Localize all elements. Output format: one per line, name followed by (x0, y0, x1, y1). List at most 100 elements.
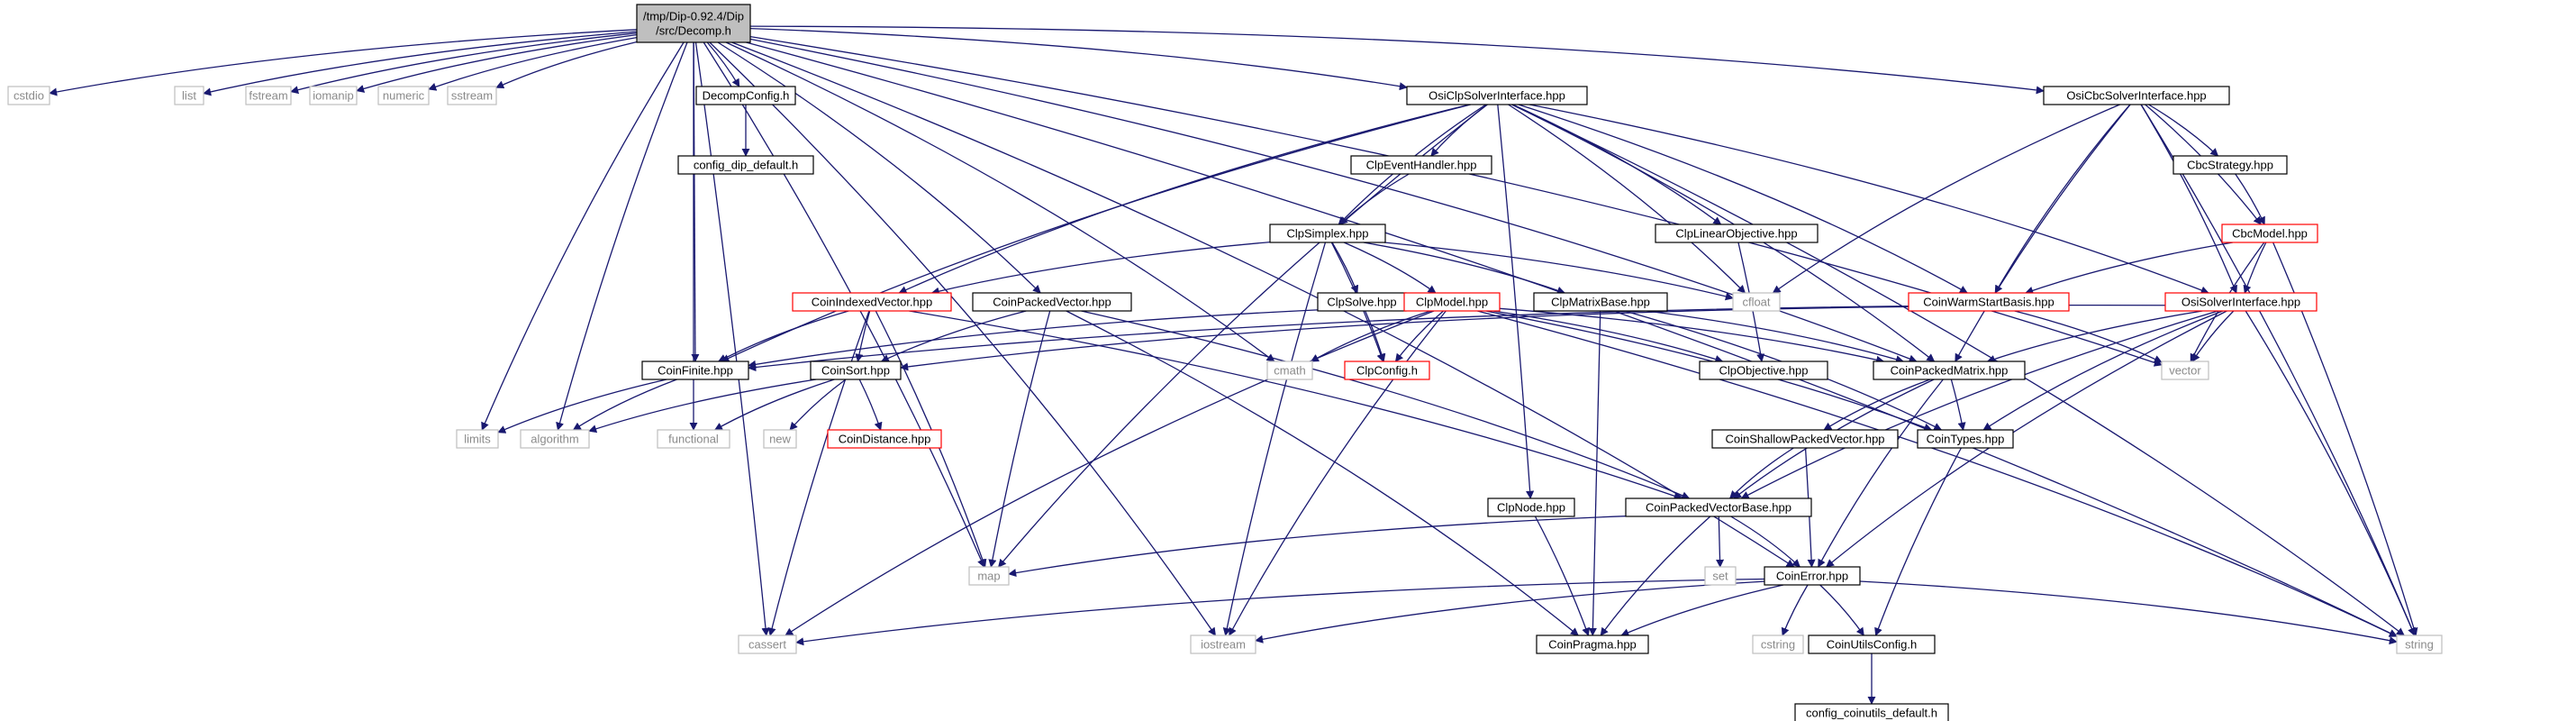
node-coinshallow[interactable]: CoinShallowPackedVector.hpp (1711, 429, 1899, 449)
edge-decomp-to-coinpackmat (749, 38, 1918, 363)
node-coinfinite-box (641, 360, 749, 380)
node-cstdio-box (7, 86, 50, 105)
node-osiclp-box (1406, 86, 1588, 105)
node-configcoin[interactable]: config_coinutils_default.h (1794, 703, 1949, 721)
node-coinpragma[interactable]: CoinPragma.hpp (1536, 634, 1649, 654)
node-clpsimplex-box (1269, 224, 1386, 243)
node-clpmatbase[interactable]: ClpMatrixBase.hpp (1533, 292, 1668, 312)
edge-coinsort-to-functional (713, 379, 835, 431)
edge-osiclp-to-osisolver (1528, 104, 2209, 295)
node-coinutilscfg-label: CoinUtilsConfig.h (1827, 637, 1917, 651)
node-decompconfig[interactable]: DecompConfig.h (695, 86, 796, 105)
node-clpmodel-box (1403, 292, 1501, 312)
node-algorithm-label: algorithm (531, 432, 578, 445)
node-numeric-label: numeric (383, 88, 425, 102)
node-coinpvbase-label: CoinPackedVectorBase.hpp (1646, 500, 1791, 514)
edge-clpsimplex-to-coinidxvec (930, 241, 1271, 296)
edge-decomp-to-fstream (290, 32, 638, 95)
edge-decomp-to-iomanip (356, 33, 638, 93)
node-clpconfig-box (1344, 360, 1430, 380)
edge-decomp-to-string (746, 41, 2398, 637)
node-clpobj[interactable]: ClpObjective.hpp (1699, 360, 1828, 380)
node-iomanip: iomanip (309, 86, 358, 105)
node-cassert: cassert (738, 634, 797, 654)
node-coinsort[interactable]: CoinSort.hpp (810, 360, 902, 380)
edge-clpmatbase-to-coinpragma (1588, 310, 1601, 636)
node-configdip[interactable]: config_dip_default.h (677, 155, 814, 175)
node-coinpvbase[interactable]: CoinPackedVectorBase.hpp (1625, 497, 1812, 517)
edge-osisolver-to-cointypes (1982, 310, 2224, 431)
edge-decomp-to-limits (481, 41, 685, 431)
node-coinpackmat-label: CoinPackedMatrix.hpp (1891, 363, 2009, 377)
node-clplinobj[interactable]: ClpLinearObjective.hpp (1655, 224, 1819, 243)
node-numeric-box (377, 86, 430, 105)
node-coinsort-box (810, 360, 902, 380)
node-coinidxvec-box (792, 292, 952, 312)
node-cfloat: cfloat (1732, 292, 1781, 312)
node-osicbc[interactable]: OsiCbcSolverInterface.hpp (2043, 86, 2230, 105)
node-coinidxvec[interactable]: CoinIndexedVector.hpp (792, 292, 952, 312)
node-decomp[interactable]: /tmp/Dip-0.92.4/Dip/src/Decomp.h (636, 4, 751, 43)
edge-coinsort-to-coindist (858, 379, 883, 431)
edge-decomp-to-sstream (495, 41, 638, 89)
node-cbcmodel[interactable]: CbcModel.hpp (2221, 224, 2318, 243)
node-clpconfig[interactable]: ClpConfig.h (1344, 360, 1430, 380)
node-clpevent-label: ClpEventHandler.hpp (1366, 158, 1477, 171)
edge-clpmodel-to-string (1477, 310, 2398, 637)
edge-clpmodel-to-cassert (785, 310, 1435, 636)
node-clpconfig-label: ClpConfig.h (1356, 363, 1418, 377)
node-coinsort-label: CoinSort.hpp (821, 363, 890, 377)
node-coinutilscfg[interactable]: CoinUtilsConfig.h (1808, 634, 1936, 654)
edge-clpmatbase-to-coinpackmat (1646, 310, 1904, 364)
node-map-label: map (977, 569, 1000, 582)
node-numeric: numeric (377, 86, 430, 105)
edge-cbcmodel-to-osisolver (2243, 242, 2267, 294)
node-clpsolve-label: ClpSolve.hpp (1327, 295, 1396, 308)
node-coinfinite[interactable]: CoinFinite.hpp (641, 360, 749, 380)
node-list-box (174, 86, 204, 105)
edge-coinshallow-to-coinpvbase (1728, 447, 1794, 499)
node-osisolver[interactable]: OsiSolverInterface.hpp (2164, 292, 2317, 312)
edge-clpsimplex-to-clpmatbase (1363, 242, 1565, 295)
node-coinpackmat[interactable]: CoinPackedMatrix.hpp (1873, 360, 2026, 380)
node-clpevent[interactable]: ClpEventHandler.hpp (1350, 155, 1492, 175)
node-decompconfig-box (695, 86, 796, 105)
node-cointypes[interactable]: CoinTypes.hpp (1917, 429, 2014, 449)
node-clpnode[interactable]: ClpNode.hpp (1487, 497, 1575, 517)
edge-cbcmodel-to-coinwarm (2025, 242, 2234, 295)
edge-decomp-to-cassert (694, 41, 770, 636)
edge-coinpackvec-to-coinpragma (1066, 310, 1579, 636)
node-algorithm: algorithm (520, 429, 590, 449)
edge-osisolver-to-string (2245, 310, 2416, 636)
node-cbcstrategy[interactable]: CbcStrategy.hpp (2172, 155, 2288, 175)
edge-clpsimplex-to-cfloat (1383, 242, 1734, 301)
edge-osiclp-to-coinidxvec (898, 104, 1470, 294)
node-coinpvbase-box (1625, 497, 1812, 517)
node-clpsimplex[interactable]: ClpSimplex.hpp (1269, 224, 1386, 243)
node-clpsolve[interactable]: ClpSolve.hpp (1317, 292, 1407, 312)
node-osiclp[interactable]: OsiClpSolverInterface.hpp (1406, 86, 1588, 105)
node-coinpackvec[interactable]: CoinPackedVector.hpp (972, 292, 1132, 312)
node-configcoin-label: config_coinutils_default.h (1806, 706, 1937, 719)
edge-osiclp-to-coinfinite (721, 104, 1471, 362)
edge-decomp-to-vector (749, 36, 2163, 367)
edge-coinwarm-to-vector (2014, 310, 2163, 363)
edge-clpmodel-to-clpconfig (1394, 310, 1444, 362)
node-cbcstrategy-box (2172, 155, 2288, 175)
node-coinwarm[interactable]: CoinWarmStartBasis.hpp (1908, 292, 2070, 312)
node-coindist[interactable]: CoinDistance.hpp (827, 429, 942, 449)
node-clpobj-box (1699, 360, 1828, 380)
edge-coinfinite-to-algorithm (572, 379, 677, 431)
node-iomanip-box (309, 86, 358, 105)
node-coinerror[interactable]: CoinError.hpp (1764, 566, 1861, 586)
node-cmath-box (1266, 360, 1313, 380)
edge-coinidxvec-to-coinfinite (717, 310, 849, 362)
node-cassert-label: cassert (748, 637, 786, 651)
edge-cbcstrategy-to-cbcmodel (2235, 173, 2265, 225)
node-functional-label: functional (668, 432, 719, 445)
node-coinutilscfg-box (1808, 634, 1936, 654)
node-clpmodel[interactable]: ClpModel.hpp (1403, 292, 1501, 312)
node-limits: limits (456, 429, 499, 449)
node-cbcstrategy-label: CbcStrategy.hpp (2187, 158, 2273, 171)
